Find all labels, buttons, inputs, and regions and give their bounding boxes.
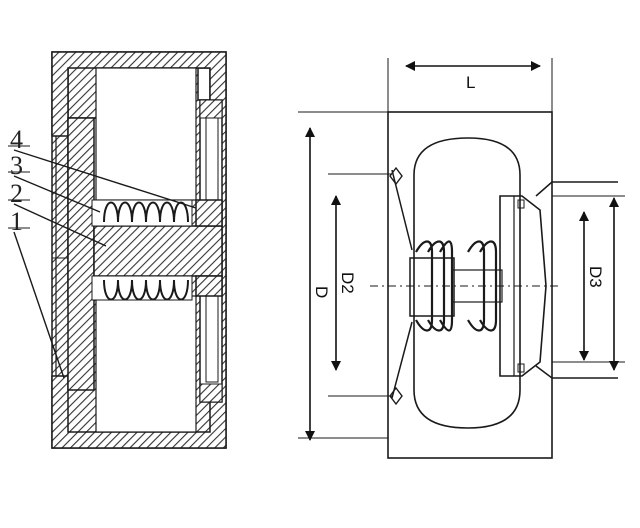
part-number-4: 4: [10, 125, 23, 154]
leader-lines: [8, 145, 197, 379]
disc-section: [67, 117, 95, 391]
stem-section: [93, 225, 223, 277]
leader-2: [13, 203, 107, 247]
leader-1: [13, 231, 65, 379]
disc-carrier: [499, 195, 547, 377]
part-number-3: 3: [10, 151, 23, 180]
spring-lower: [103, 279, 189, 301]
dim-L-label: L: [466, 73, 475, 92]
leader-3: [13, 175, 101, 213]
leader-4: [13, 149, 197, 209]
seal-top: [389, 166, 403, 186]
part-number-1: 1: [10, 207, 23, 236]
section-view: 4 3 2 1: [8, 51, 227, 449]
dim-D2-label: D2: [338, 272, 357, 294]
outlet-nozzle: [535, 181, 618, 379]
dim-D-label: D: [312, 286, 331, 298]
part-number-2: 2: [10, 179, 23, 208]
dimension-view: [298, 58, 625, 459]
body-outline: [387, 111, 553, 459]
seal-bottom: [389, 386, 403, 406]
inner-chamber: [413, 137, 521, 429]
dim-D3-label: D3: [586, 266, 605, 288]
spring-upper: [103, 201, 189, 223]
